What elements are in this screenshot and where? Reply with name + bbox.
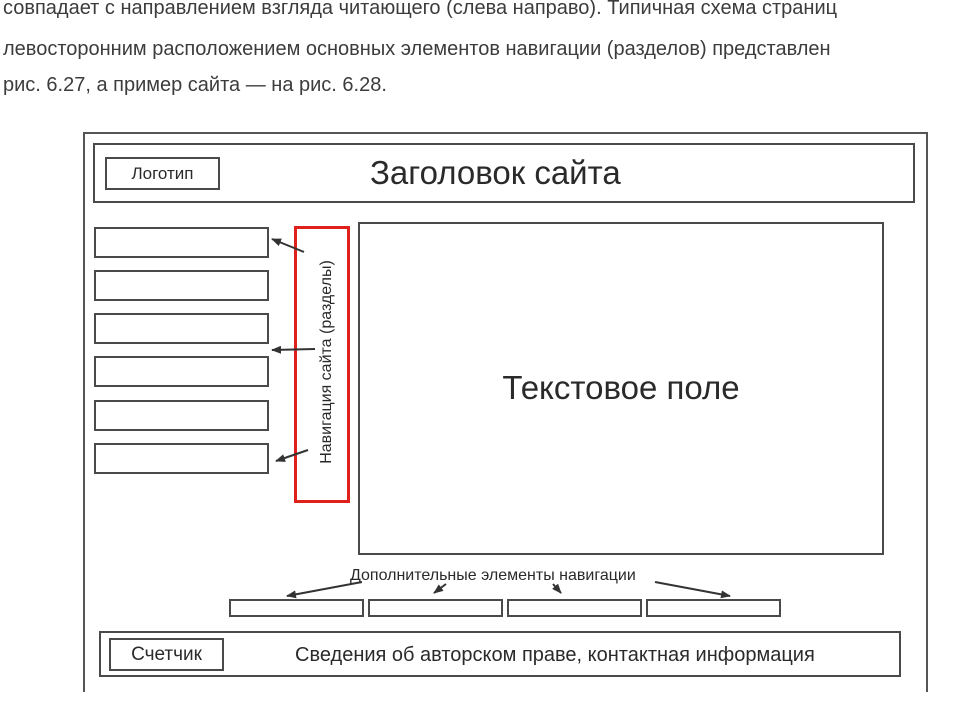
header-block xyxy=(93,143,915,203)
logo-label: Логотип xyxy=(131,164,194,183)
arrow xyxy=(271,345,316,354)
extra-nav-item xyxy=(646,599,781,617)
logo-box xyxy=(105,157,220,190)
arrow xyxy=(275,449,309,462)
arrow xyxy=(552,583,562,594)
extra-nav-item xyxy=(368,599,503,617)
arrow xyxy=(433,583,447,594)
nav-item xyxy=(94,400,269,431)
site-title: Заголовок сайта xyxy=(370,154,621,191)
counter-box xyxy=(109,638,224,671)
nav-item xyxy=(94,227,269,258)
intro-line-3: рис. 6.27, а пример сайта — на рис. 6.28… xyxy=(3,74,387,96)
nav-item xyxy=(94,356,269,387)
footer-info: Сведения об авторском праве, контактная … xyxy=(295,644,815,666)
extra-nav-item xyxy=(507,599,642,617)
counter-label: Счетчик xyxy=(131,644,202,665)
intro-line-2: левосторонним расположением основных эле… xyxy=(3,38,831,60)
arrow xyxy=(654,581,731,599)
text-area-block xyxy=(358,222,884,555)
extra-nav-item xyxy=(229,599,364,617)
nav-item xyxy=(94,443,269,474)
text-area-label: Текстовое поле xyxy=(502,369,740,406)
intro-line-1: совпадает с направлением взгляда читающе… xyxy=(3,0,838,19)
arrow xyxy=(286,581,363,599)
extra-nav-label: Дополнительные элементы навигации xyxy=(350,567,636,584)
nav-highlight-box xyxy=(294,226,350,503)
footer-block xyxy=(99,631,901,677)
arrow xyxy=(271,238,305,253)
nav-item xyxy=(94,313,269,344)
nav-item xyxy=(94,270,269,301)
